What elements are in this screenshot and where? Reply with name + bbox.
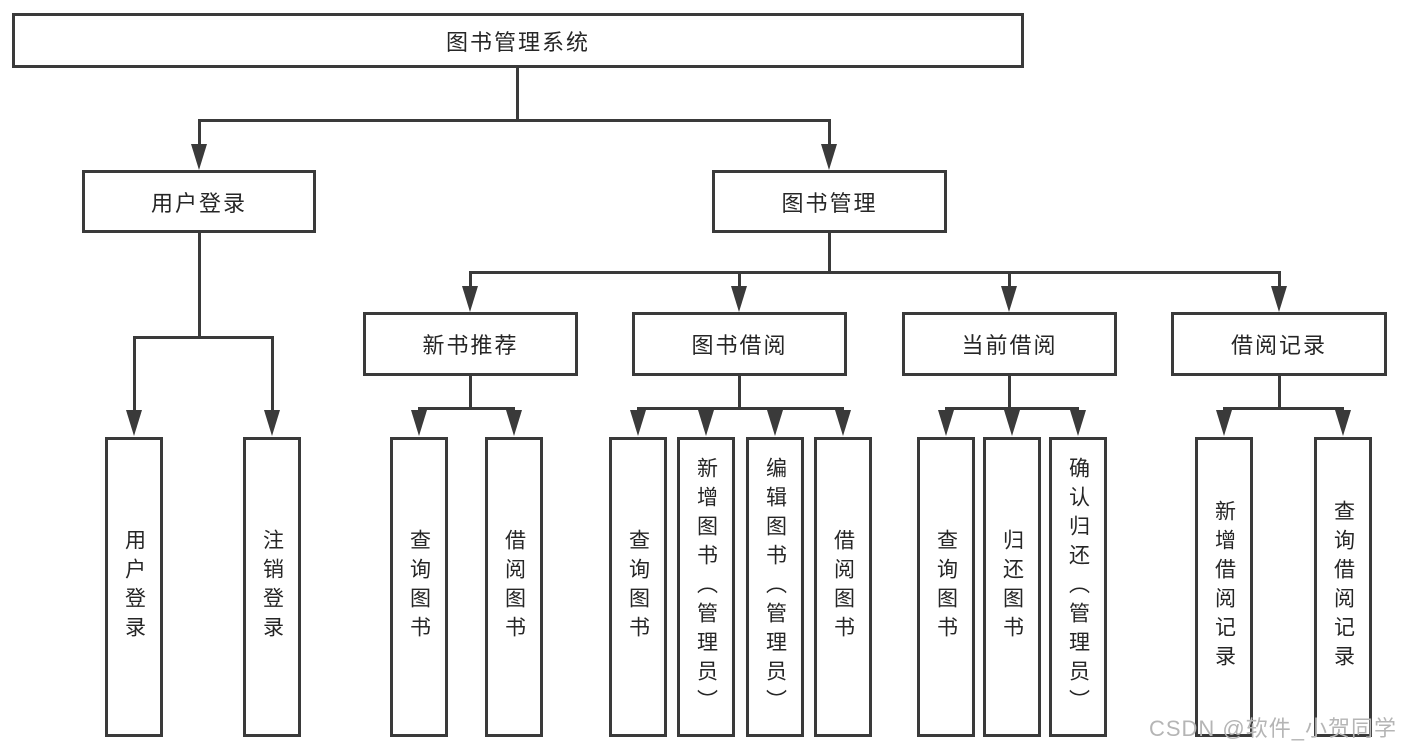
- connector-hline: [945, 407, 1079, 410]
- connector-vline: [469, 271, 472, 288]
- connector-hline: [198, 119, 830, 122]
- connector-vline: [469, 376, 472, 407]
- leaf-logout-label: 注销登录: [260, 529, 284, 645]
- arrowhead-down-icon: [1271, 286, 1287, 312]
- node-root: 图书管理系统: [12, 13, 1024, 68]
- leaf-user-login: 用户登录: [105, 437, 163, 737]
- arrowhead-down-icon: [1004, 410, 1020, 436]
- arrowhead-down-icon: [821, 144, 837, 170]
- leaf-add-borrow-record-label: 新增借阅记录: [1212, 500, 1236, 674]
- connector-vline: [198, 119, 201, 147]
- connector-vline: [1008, 271, 1011, 288]
- arrowhead-down-icon: [835, 410, 851, 436]
- arrowhead-down-icon: [462, 286, 478, 312]
- leaf-query-books-current-label: 查询图书: [934, 529, 958, 645]
- leaf-logout: 注销登录: [243, 437, 301, 737]
- leaf-return-book-label: 归还图书: [1000, 529, 1024, 645]
- leaf-edit-book-admin-label: 编辑图书（管理员）: [763, 456, 787, 718]
- leaf-user-login-label: 用户登录: [122, 529, 146, 645]
- arrowhead-down-icon: [698, 410, 714, 436]
- arrowhead-down-icon: [1216, 410, 1232, 436]
- arrowhead-down-icon: [731, 286, 747, 312]
- connector-vline: [516, 68, 519, 119]
- arrowhead-down-icon: [767, 410, 783, 436]
- node-book-management: 图书管理: [712, 170, 947, 233]
- leaf-query-borrow-record: 查询借阅记录: [1314, 437, 1372, 737]
- connector-vline: [828, 233, 831, 271]
- node-current-borrowing: 当前借阅: [902, 312, 1117, 376]
- connector-hline: [133, 336, 273, 339]
- arrowhead-down-icon: [126, 410, 142, 436]
- connector-vline: [271, 336, 274, 411]
- connector-vline: [828, 119, 831, 147]
- leaf-borrow-books-borrowing-label: 借阅图书: [831, 529, 855, 645]
- connector-hline: [418, 407, 515, 410]
- leaf-add-borrow-record: 新增借阅记录: [1195, 437, 1253, 737]
- node-new-book-recommend: 新书推荐: [363, 312, 578, 376]
- leaf-borrow-books-recommend: 借阅图书: [485, 437, 543, 737]
- arrowhead-down-icon: [191, 144, 207, 170]
- leaf-query-books-current: 查询图书: [917, 437, 975, 737]
- node-book-borrowing: 图书借阅: [632, 312, 847, 376]
- leaf-query-books-recommend-label: 查询图书: [407, 529, 431, 645]
- connector-vline: [198, 233, 201, 336]
- arrowhead-down-icon: [938, 410, 954, 436]
- arrowhead-down-icon: [1335, 410, 1351, 436]
- connector-vline: [738, 376, 741, 407]
- arrowhead-down-icon: [411, 410, 427, 436]
- connector-vline: [1278, 271, 1281, 288]
- leaf-add-book-admin: 新增图书（管理员）: [677, 437, 735, 737]
- connector-vline: [1278, 376, 1281, 407]
- connector-vline: [1008, 376, 1011, 407]
- arrowhead-down-icon: [630, 410, 646, 436]
- leaf-query-books-borrowing-label: 查询图书: [626, 529, 650, 645]
- node-user-login: 用户登录: [82, 170, 316, 233]
- arrowhead-down-icon: [264, 410, 280, 436]
- leaf-borrow-books-recommend-label: 借阅图书: [502, 529, 526, 645]
- connector-vline: [738, 271, 741, 288]
- leaf-query-books-borrowing: 查询图书: [609, 437, 667, 737]
- leaf-confirm-return-admin-label: 确认归还（管理员）: [1066, 456, 1090, 718]
- connector-hline: [469, 271, 1281, 274]
- leaf-query-borrow-record-label: 查询借阅记录: [1331, 500, 1355, 674]
- csdn-watermark: CSDN @软件_小贺同学: [1148, 716, 1397, 741]
- node-borrow-records: 借阅记录: [1171, 312, 1387, 376]
- leaf-add-book-admin-label: 新增图书（管理员）: [694, 456, 718, 718]
- arrowhead-down-icon: [1001, 286, 1017, 312]
- connector-vline: [133, 336, 136, 411]
- connector-hline: [637, 407, 844, 410]
- leaf-query-books-recommend: 查询图书: [390, 437, 448, 737]
- leaf-return-book: 归还图书: [983, 437, 1041, 737]
- arrowhead-down-icon: [1070, 410, 1086, 436]
- leaf-confirm-return-admin: 确认归还（管理员）: [1049, 437, 1107, 737]
- arrowhead-down-icon: [506, 410, 522, 436]
- leaf-borrow-books-borrowing: 借阅图书: [814, 437, 872, 737]
- leaf-edit-book-admin: 编辑图书（管理员）: [746, 437, 804, 737]
- connector-hline: [1223, 407, 1344, 410]
